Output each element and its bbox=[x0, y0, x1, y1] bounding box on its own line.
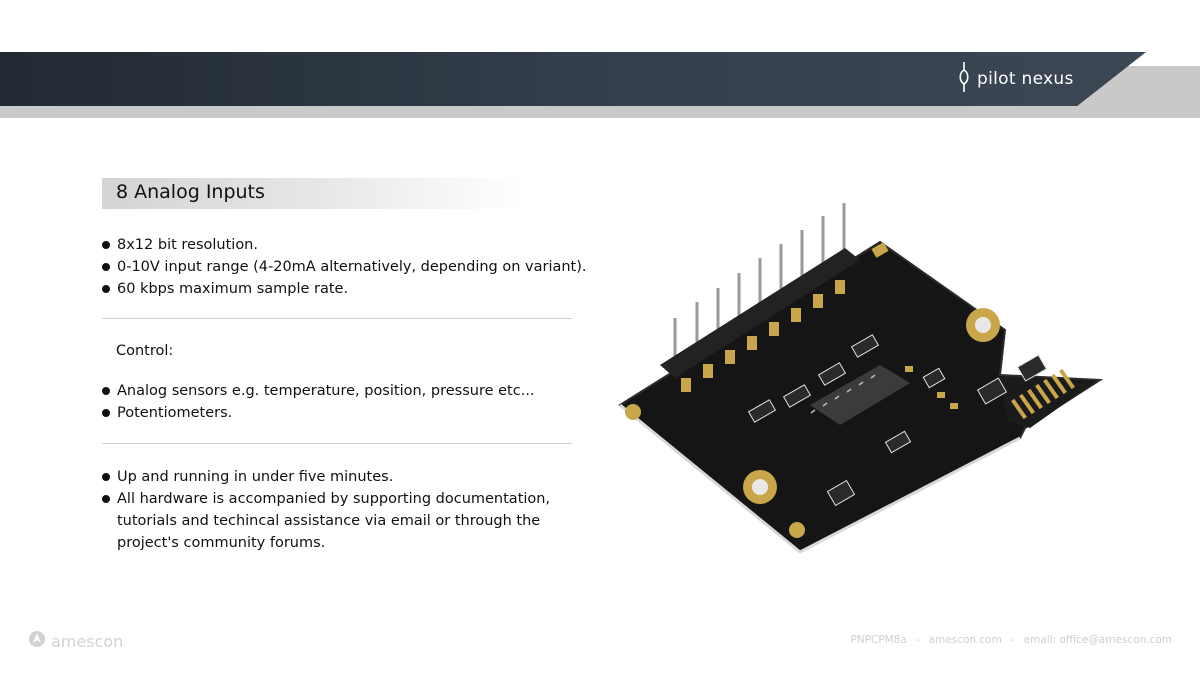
title-bar bbox=[102, 178, 522, 209]
divider bbox=[102, 318, 572, 319]
footer-logo: amescon bbox=[28, 630, 123, 653]
footer-email[interactable]: email: office@amescon.com bbox=[1023, 634, 1172, 646]
footer-product: PNPCPM8a bbox=[850, 634, 907, 646]
page-title: 8 Analog Inputs bbox=[116, 181, 265, 203]
divider bbox=[102, 443, 572, 444]
pilot-logo-icon bbox=[957, 61, 971, 98]
header-band bbox=[0, 52, 1146, 106]
bullet-icon bbox=[102, 409, 110, 417]
list-item-text: Analog sensors e.g. temperature, positio… bbox=[117, 383, 535, 399]
list-item-text: All hardware is accompanied by supportin… bbox=[117, 491, 551, 507]
bullet-icon bbox=[102, 387, 110, 395]
list-item-text: Potentiometers. bbox=[117, 405, 233, 421]
bullet-icon bbox=[102, 285, 110, 293]
list-item-text: 8x12 bit resolution. bbox=[117, 237, 258, 253]
brand-name: pilot nexus bbox=[977, 69, 1074, 89]
list-item-text: 60 kbps maximum sample rate. bbox=[117, 281, 349, 297]
control-label: Control: bbox=[116, 343, 174, 359]
footer-site[interactable]: amescon.com bbox=[928, 634, 1002, 646]
footer-info: PNPCPM8a-amescon.com-email: office@amesc… bbox=[850, 634, 1172, 646]
footer-logo-text: amescon bbox=[51, 632, 124, 651]
bullet-icon bbox=[102, 495, 110, 503]
brand: pilot nexus bbox=[957, 61, 1074, 98]
list-item-text: project's community forums. bbox=[117, 535, 326, 551]
bullet-icon bbox=[102, 473, 110, 481]
bullet-icon bbox=[102, 241, 110, 249]
product-image bbox=[605, 200, 1105, 565]
amescon-logo-icon bbox=[28, 630, 46, 653]
list-item-text: 0-10V input range (4-20mA alternatively,… bbox=[117, 259, 587, 275]
bullet-icon bbox=[102, 263, 110, 271]
list-item-text: tutorials and techincal assistance via e… bbox=[117, 513, 541, 529]
list-item-text: Up and running in under five minutes. bbox=[117, 469, 394, 485]
